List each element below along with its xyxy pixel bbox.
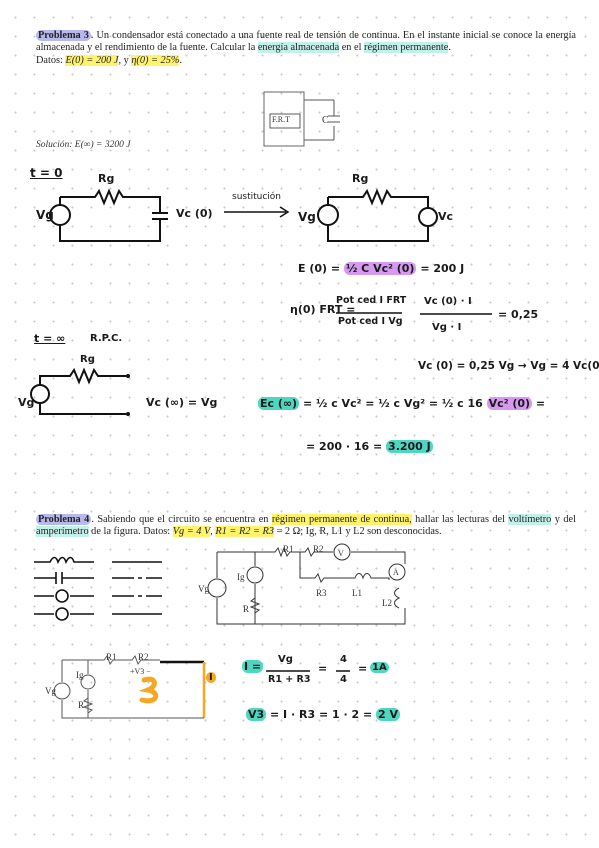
t0-circuit [49,188,168,242]
problem4-circuit [207,543,406,625]
vc-vg-relation: Vc (0) = 0,25 Vg → Vg = 4 Vc(0) [418,360,599,372]
e0-equation: E (0) = ½ C Vc² (0) = 200 J [298,262,465,275]
final-result: = 200 · 16 = 3.200 J [306,440,433,453]
current-result: 1A [370,662,389,673]
frt-capacitor-diagram [263,91,340,147]
problem4-title: Problema 4 [36,514,92,525]
voltage-result: 2 V [376,708,401,721]
substituted-circuit [317,188,438,242]
vc-inf-eq: Vc (∞) = Vg [146,396,218,409]
annotated-circuit [53,654,206,719]
problem3-title: Problema 3 [36,30,91,41]
solution-text: Solución: E(∞) = 3200 J [36,140,131,150]
sustitucion-arrow [224,206,290,218]
tinf-circuit [30,367,130,416]
data-e0: E(0) = 200 J [65,54,119,66]
problem3-statement: Problema 3. Un condensador está conectad… [36,30,576,66]
sustitucion-label: sustitución [232,192,282,202]
problem4-statement: Problema 4. Sabiendo que el circuito se … [36,514,576,538]
c-label: C [322,115,329,126]
energy-highlight: energía almacenada [257,42,340,54]
frt-label: F.R.T [272,115,291,124]
t0-label: t = 0 [30,166,63,180]
tinf-label: t = ∞ [34,332,66,345]
data-eta: η(0) = 25% [131,54,180,66]
component-sketches [34,556,162,621]
einf-equation: Ec (∞) = ½ c Vc² = ½ c Vg² = ½ c 16 Vc² … [258,397,546,410]
regime-highlight: régimen permanente [364,42,449,54]
voltage-equation: V3 = I · R3 = 1 · 2 = 2 V [246,708,401,721]
